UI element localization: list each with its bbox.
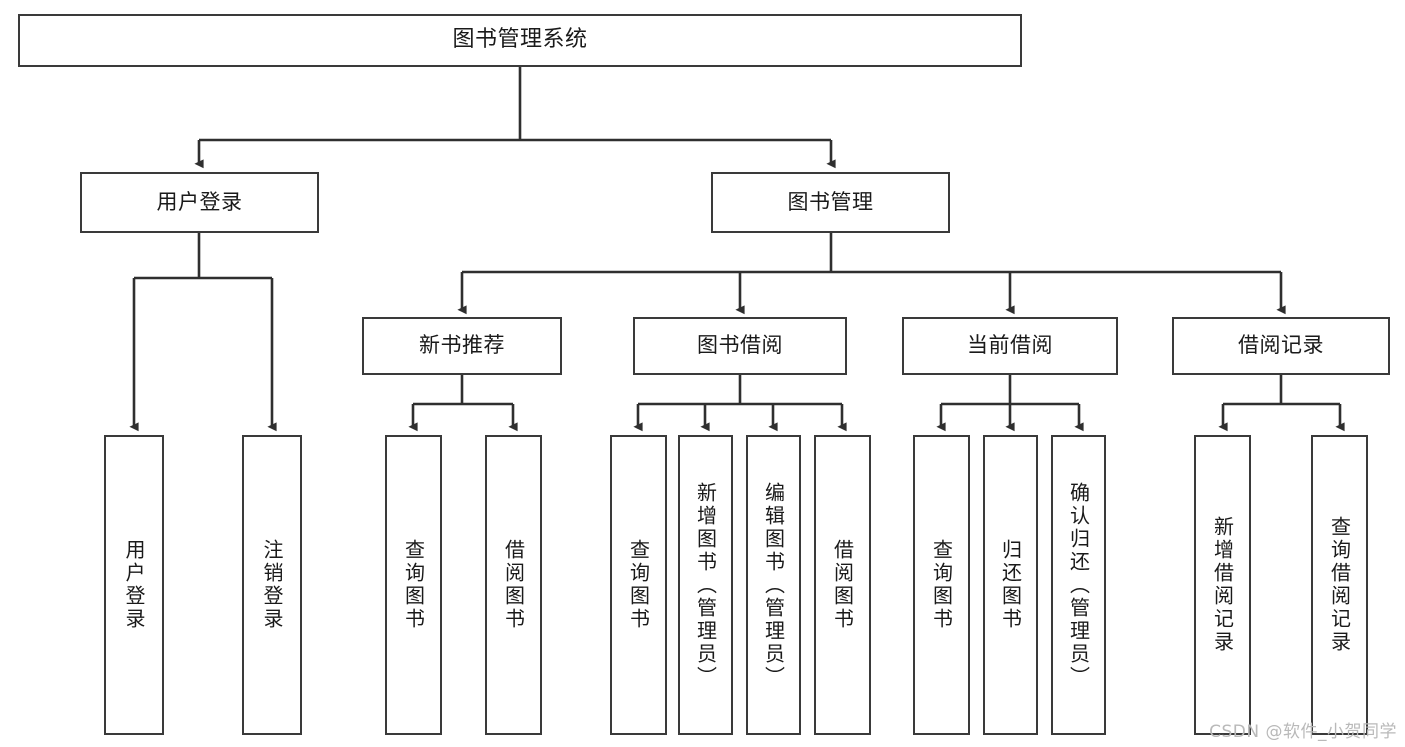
node-leaf-user-login[interactable]: 用户登录 bbox=[104, 435, 164, 735]
node-current-borrow[interactable]: 当前借阅 bbox=[902, 317, 1118, 375]
node-leaf-query-book-2[interactable]: 查询图书 bbox=[610, 435, 667, 735]
node-borrow-record-label: 借阅记录 bbox=[1238, 333, 1324, 358]
node-user-login-label: 用户登录 bbox=[156, 189, 243, 214]
node-leaf-confirm-return-label: 确认归还（管理员） bbox=[1066, 481, 1091, 689]
node-leaf-edit-book-label: 编辑图书（管理员） bbox=[761, 481, 786, 689]
node-leaf-user-logout[interactable]: 注销登录 bbox=[242, 435, 302, 735]
node-current-borrow-label: 当前借阅 bbox=[967, 333, 1053, 358]
node-leaf-query-book-3-label: 查询图书 bbox=[929, 539, 954, 631]
node-leaf-borrow-book-2-label: 借阅图书 bbox=[830, 539, 855, 631]
node-leaf-user-logout-label: 注销登录 bbox=[260, 539, 284, 631]
node-leaf-confirm-return[interactable]: 确认归还（管理员） bbox=[1051, 435, 1106, 735]
node-book-manage[interactable]: 图书管理 bbox=[711, 172, 950, 233]
node-leaf-query-book-3[interactable]: 查询图书 bbox=[913, 435, 970, 735]
node-borrow-record[interactable]: 借阅记录 bbox=[1172, 317, 1390, 375]
node-root-label: 图书管理系统 bbox=[452, 27, 588, 53]
node-new-book-recommend-label: 新书推荐 bbox=[419, 333, 505, 358]
node-leaf-return-book[interactable]: 归还图书 bbox=[983, 435, 1038, 735]
node-leaf-query-book-1-label: 查询图书 bbox=[401, 539, 426, 631]
node-leaf-borrow-book-2[interactable]: 借阅图书 bbox=[814, 435, 871, 735]
node-leaf-query-book-1[interactable]: 查询图书 bbox=[385, 435, 442, 735]
node-leaf-edit-book[interactable]: 编辑图书（管理员） bbox=[746, 435, 801, 735]
node-book-borrow[interactable]: 图书借阅 bbox=[633, 317, 847, 375]
node-leaf-add-book-label: 新增图书（管理员） bbox=[693, 481, 718, 689]
node-leaf-add-record-label: 新增借阅记录 bbox=[1210, 516, 1235, 654]
node-leaf-return-book-label: 归还图书 bbox=[998, 539, 1023, 631]
node-new-book-recommend[interactable]: 新书推荐 bbox=[362, 317, 562, 375]
node-leaf-add-book[interactable]: 新增图书（管理员） bbox=[678, 435, 733, 735]
node-leaf-borrow-book-1-label: 借阅图书 bbox=[501, 539, 526, 631]
node-leaf-query-record[interactable]: 查询借阅记录 bbox=[1311, 435, 1368, 735]
node-leaf-user-login-label: 用户登录 bbox=[122, 539, 146, 631]
node-leaf-query-record-label: 查询借阅记录 bbox=[1327, 516, 1352, 654]
node-user-login[interactable]: 用户登录 bbox=[80, 172, 319, 233]
node-book-borrow-label: 图书借阅 bbox=[697, 333, 783, 358]
watermark-text: CSDN @软件_小贺同学 bbox=[1209, 722, 1397, 742]
node-leaf-borrow-book-1[interactable]: 借阅图书 bbox=[485, 435, 542, 735]
node-leaf-query-book-2-label: 查询图书 bbox=[626, 539, 651, 631]
node-leaf-add-record[interactable]: 新增借阅记录 bbox=[1194, 435, 1251, 735]
node-book-manage-label: 图书管理 bbox=[787, 189, 874, 214]
node-root-book-management-system[interactable]: 图书管理系统 bbox=[18, 14, 1022, 67]
